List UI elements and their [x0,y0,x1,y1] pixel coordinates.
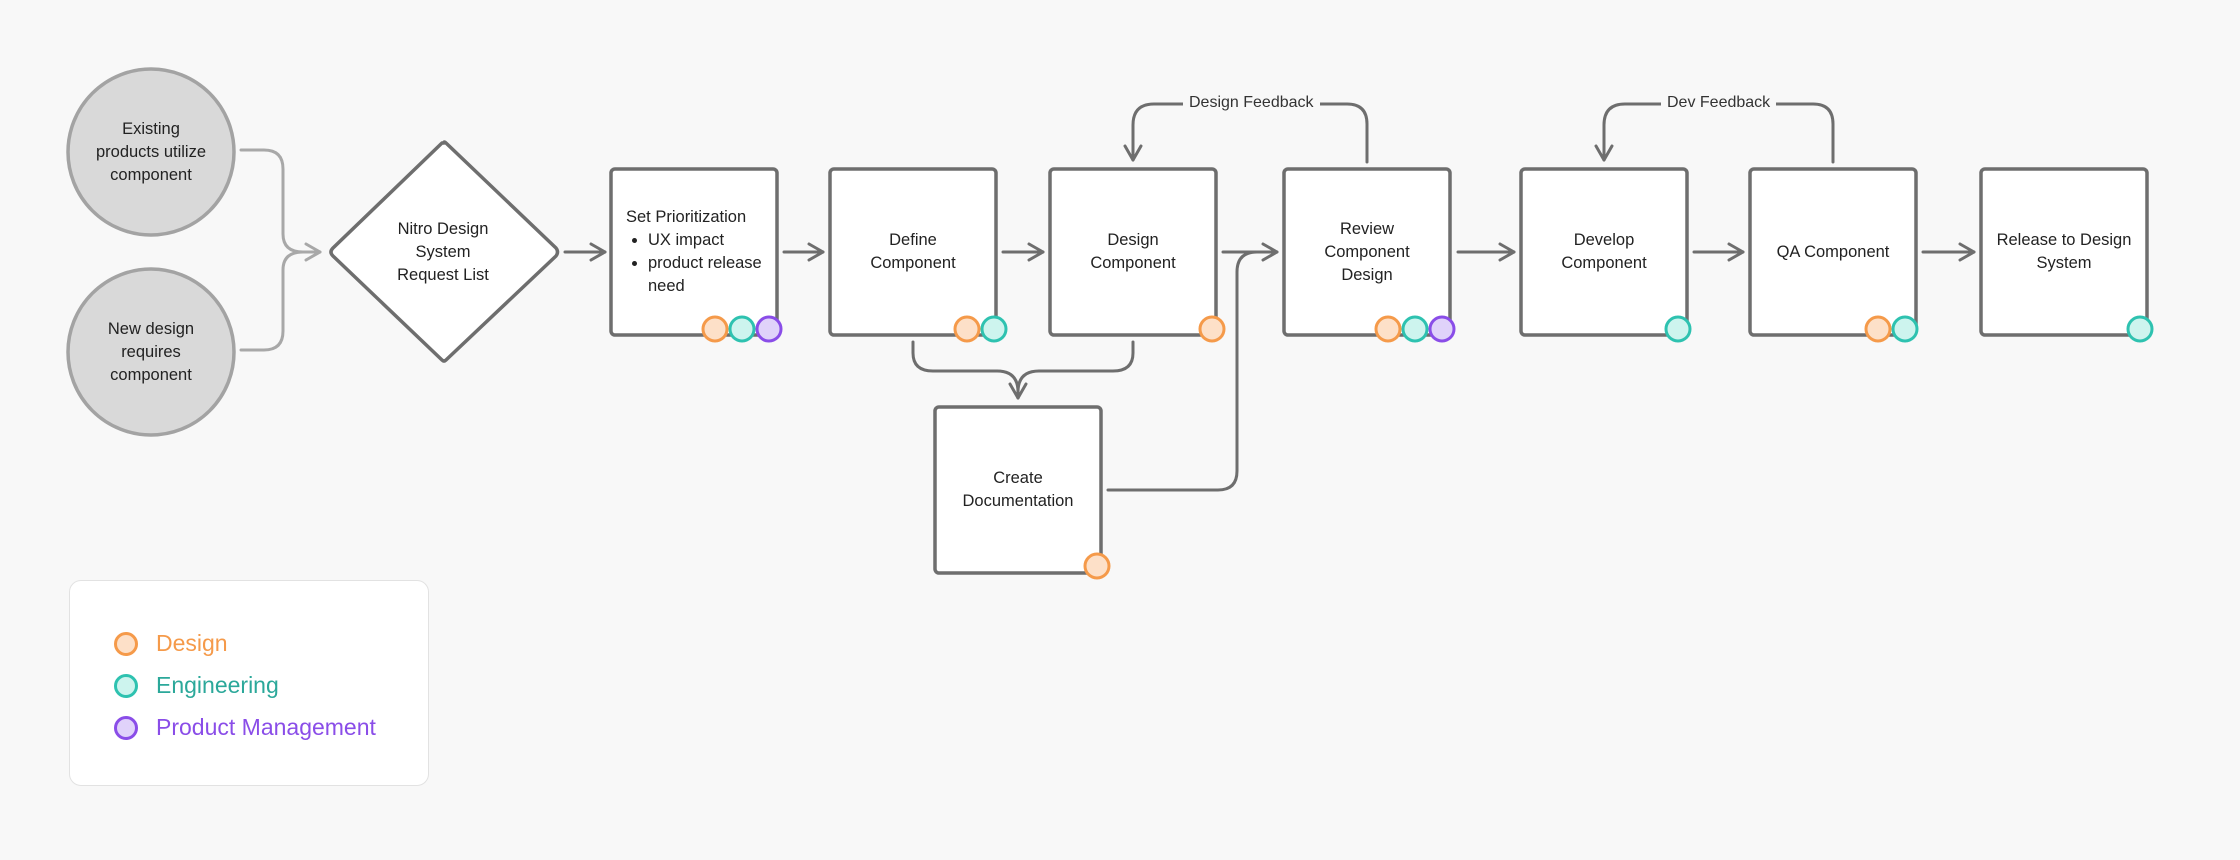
design-role-dot-icon [1374,315,1402,343]
legend-item-design: Design [114,630,228,657]
product-role-dot-icon [755,315,783,343]
qa-component-box [1748,167,1918,337]
prioritization-bullet: product release need [648,252,776,298]
legend-label-engineering: Engineering [156,672,279,698]
design-dot-icon [114,631,138,656]
edge-dev-feedback [1594,102,1835,164]
existing-products-node [66,67,236,237]
legend: Design Engineering Product Management [69,580,429,786]
engineering-role-dot-icon [728,315,756,343]
design-role-dot-icon [701,315,729,343]
set-prioritization-label: Set Prioritization UX impact product rel… [626,206,776,298]
design-role-dot-icon [1198,315,1226,343]
role-dots [701,315,2154,580]
request-list-diamond [329,140,560,363]
design-role-dot-icon [1083,552,1111,580]
design-role-dot-icon [953,315,981,343]
define-component-box [828,167,998,337]
engineering-role-dot-icon [1401,315,1429,343]
edge-existing-to-request [239,148,322,262]
prioritization-bullet: UX impact [648,229,776,252]
develop-component-box [1519,167,1689,337]
design-component-box [1048,167,1218,337]
review-component-design-box [1282,167,1452,337]
edge-design-to-documentation [1016,340,1135,394]
edge-documentation-to-review [1106,250,1259,492]
legend-label-product: Product Management [156,714,376,740]
legend-item-product: Product Management [114,714,376,741]
product-role-dot-icon [1428,315,1456,343]
product-dot-icon [114,715,138,740]
design-feedback-label: Design Feedback [1183,94,1320,112]
set-prioritization-title: Set Prioritization [626,208,747,226]
edge-design-feedback [1123,102,1369,164]
engineering-dot-icon [114,673,138,698]
legend-label-design: Design [156,630,228,656]
new-design-node [66,267,236,437]
dev-feedback-label: Dev Feedback [1661,94,1777,112]
legend-item-engineering: Engineering [114,672,279,699]
qa-component-label: QA Component [1776,242,1890,261]
engineering-role-dot-icon [2126,315,2154,343]
create-documentation-box [933,405,1103,575]
set-prioritization-box [609,167,779,337]
release-box [1979,167,2149,337]
engineering-role-dot-icon [1891,315,1919,343]
edge-define-to-documentation [911,340,1028,400]
design-role-dot-icon [1864,315,1892,343]
edge-new-design-to-request [239,250,305,352]
engineering-role-dot-icon [980,315,1008,343]
engineering-role-dot-icon [1664,315,1692,343]
